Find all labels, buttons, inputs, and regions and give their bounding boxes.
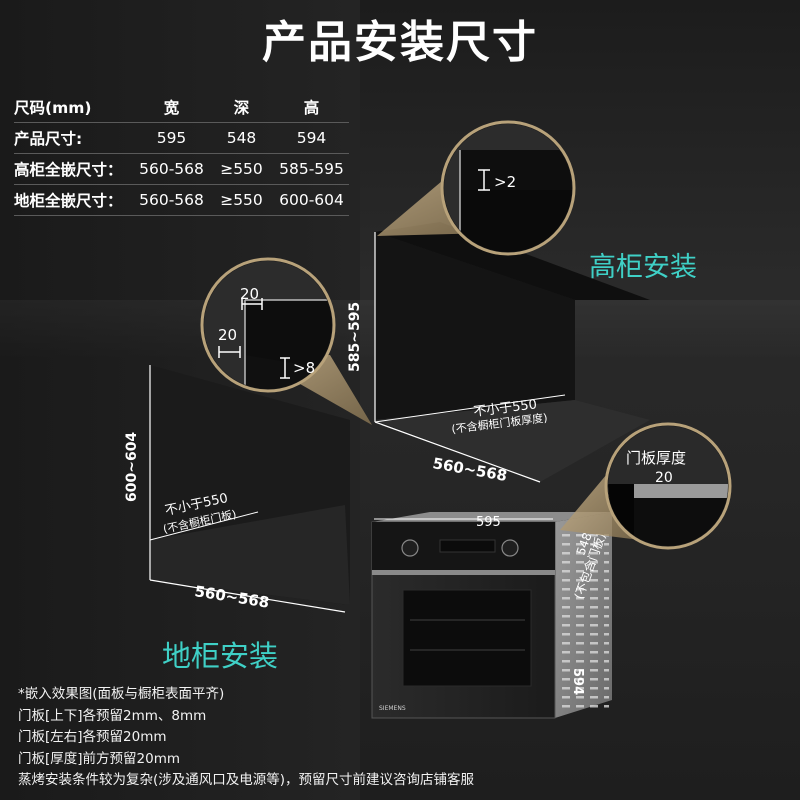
- tall-cabinet-floor: [375, 400, 650, 482]
- oven: SIEMENS: [371, 512, 612, 719]
- base-cabinet-label: 地柜安装: [162, 639, 278, 673]
- note-line: 门板[上下]各预留2mm、8mm: [18, 707, 207, 724]
- oven-left-knob: [401, 539, 419, 557]
- base-callout-side-value: 20: [218, 326, 237, 344]
- tall-cabinet-depth-line: [374, 394, 566, 423]
- tall-cabinet-height-label: 585~595: [347, 302, 363, 372]
- door-callout-value: 20: [655, 470, 673, 486]
- spec-table-header: 尺码(mm) 宽 深 高: [14, 92, 349, 123]
- base-cabinet-height-label: 600~604: [124, 432, 140, 502]
- base-gap-callout: 20 20 >8: [200, 257, 336, 393]
- tall-cabinet-top-wall: [375, 222, 650, 300]
- spec-cell-depth: ≥550: [209, 153, 274, 185]
- note-line: 门板[左右]各预留20mm: [18, 729, 167, 745]
- base-callout-top-value: 20: [240, 285, 259, 303]
- install-notes: *嵌入效果图(面板与橱柜表面平齐) 门板[上下]各预留2mm、8mm 门板[左右…: [18, 684, 578, 792]
- oven-window: [402, 589, 532, 687]
- table-row: 高柜全嵌尺寸： 560-568 ≥550 585-595: [14, 153, 349, 185]
- spec-cell-width: 560-568: [134, 153, 209, 185]
- spec-cell-height: 594: [274, 122, 349, 154]
- note-line: 蒸烤安装条件较为复杂(涉及通风口及电源等)，预留尺寸前建议咨询店铺客服: [18, 772, 475, 788]
- spec-row-label: 地柜全嵌尺寸：: [14, 184, 134, 216]
- note-line: 门板[厚度]前方预留20mm: [18, 750, 181, 767]
- page-title: 产品安装尺寸: [262, 17, 538, 68]
- base-cabinet-width-line: [149, 579, 346, 613]
- tall-gap-callout: >2: [440, 120, 576, 256]
- oven-brand: SIEMENS: [379, 705, 406, 712]
- oven-right-knob: [501, 539, 519, 557]
- oven-vents: [557, 530, 609, 708]
- spec-header-width: 宽: [134, 92, 209, 123]
- tall-cabinet-width-line: [374, 421, 541, 483]
- spec-row-label: 高柜全嵌尺寸：: [14, 153, 134, 185]
- spec-cell-height: 585-595: [274, 153, 349, 185]
- door-thickness-callout: 门板厚度 20: [604, 422, 732, 550]
- base-cabinet-depth-line: [149, 511, 259, 541]
- spec-header-height: 高: [274, 92, 349, 123]
- spec-row-label: 产品尺寸:: [14, 122, 134, 154]
- spec-cell-depth: ≥550: [209, 184, 274, 216]
- spec-cell-height: 600-604: [274, 184, 349, 216]
- note-line: *嵌入效果图(面板与橱柜表面平齐): [18, 686, 225, 702]
- table-row: 地柜全嵌尺寸： 560-568 ≥550 600-604: [14, 184, 349, 216]
- spec-table: 尺码(mm) 宽 深 高 产品尺寸: 595 548 594 高柜全嵌尺寸： 5…: [14, 92, 349, 216]
- tall-cabinet-label: 高柜安装: [589, 252, 697, 283]
- oven-width-label: 595: [476, 515, 501, 530]
- spec-cell-width: 595: [134, 122, 209, 154]
- spec-header-depth: 深: [209, 92, 274, 123]
- table-row: 产品尺寸: 595 548 594: [14, 122, 349, 154]
- tall-cabinet: [374, 222, 650, 483]
- spec-cell-width: 560-568: [134, 184, 209, 216]
- oven-handle: [372, 570, 555, 575]
- base-cabinet: [149, 365, 350, 613]
- spec-cell-depth: 548: [209, 122, 274, 154]
- oven-height-label: 594: [570, 668, 585, 695]
- tall-gap-value: >2: [494, 173, 516, 191]
- tall-cabinet-back-wall: [375, 232, 575, 420]
- spec-header-size: 尺码(mm): [14, 92, 134, 123]
- base-callout-bottom-value: >8: [293, 359, 315, 377]
- base-cabinet-floor: [150, 505, 350, 605]
- door-callout-label: 门板厚度: [626, 449, 686, 467]
- oven-display: [439, 539, 496, 553]
